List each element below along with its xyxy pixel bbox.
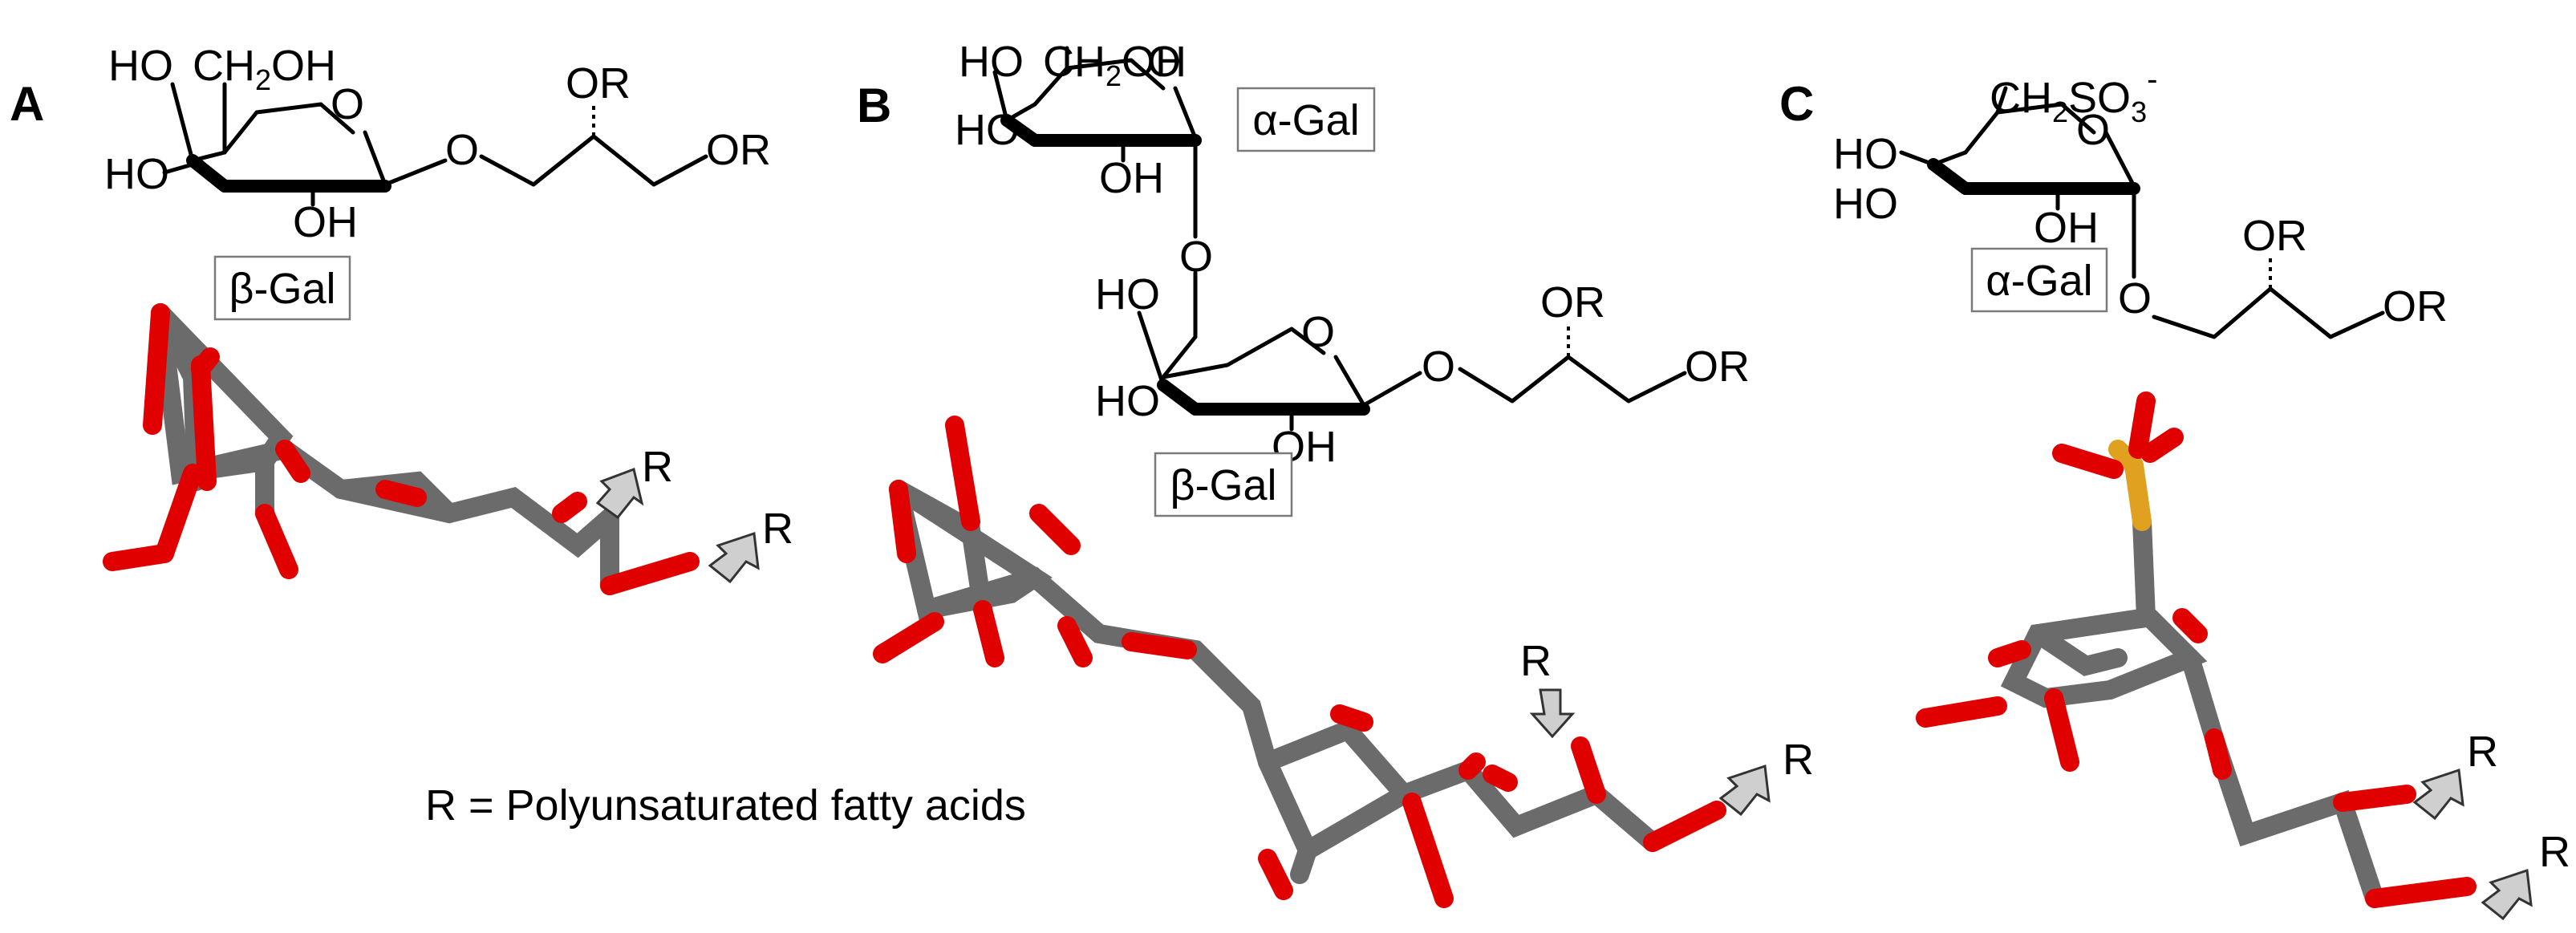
panel-a-ho-left: HO (104, 150, 169, 198)
panel-b-bottom-glyco-bond (1361, 371, 1422, 408)
panel-c-ring-top (1963, 102, 2096, 155)
panel-a-ring-top-bonds (222, 102, 355, 155)
panel-c-arrow-2 (2481, 868, 2533, 921)
panel-b-bottom-sugar-label: β-Gal (1170, 461, 1276, 509)
panel-a-arrow-1-label: R (642, 443, 673, 491)
panel-c-oh-bottom: OH (2034, 204, 2099, 252)
panel-a-c4-oh-bond (170, 82, 195, 163)
panel-b-top-ch2oh: CH2OH (1043, 38, 1187, 92)
panel-a-structural-formula: HO CH2OH O HO OH O OR OR (104, 42, 771, 246)
panel-b-bottom-c4-oh (1137, 310, 1166, 387)
panel-a-arrow-1 (595, 467, 644, 520)
panel-c-stick-model (1916, 391, 2477, 908)
panel-c-ring-o-c1 (2103, 130, 2136, 189)
panel-b-bottom-ring-o-c1 (1333, 355, 1366, 408)
panel-a-ring-o: O (331, 80, 364, 128)
panel-b-arrow-1 (1529, 688, 1576, 739)
panel-a-glyco-o: O (445, 126, 479, 174)
panel-c-label-box (1970, 247, 2108, 313)
panel-c-ho-left: HO (1833, 180, 1898, 228)
panel-b-glyco-o: O (1422, 343, 1455, 391)
panel-c-sulfur-bonds (2108, 440, 2152, 531)
r-group-legend: R = Polyunsaturated fatty acids (425, 781, 1026, 830)
panel-b-top-c4-oh (992, 70, 1009, 123)
panel-c-or-mid: OR (2242, 212, 2307, 260)
panel-b-top-label-box (1236, 87, 1376, 152)
panel-b-bottom-sugar-formula: HO O HO OH O OR OR (1095, 270, 1750, 471)
panel-a-ring-c4c5 (190, 150, 227, 163)
panel-b-top-ho-top: HO (959, 38, 1024, 86)
panel-b-top-sugar-label: α-Gal (1252, 96, 1359, 144)
panel-a-c3-oh-bond (162, 162, 195, 175)
panel-a-glyco-bond (383, 158, 448, 187)
panel-c-carbon-bonds (2000, 512, 2384, 908)
panel-b-bottom-ring-top (1161, 327, 1326, 379)
panel-b-bottom-ring-o: O (1301, 308, 1335, 356)
panel-b-or-mid: OR (1540, 278, 1605, 327)
panel-c-structural-formula: CH2SO3- O HO HO OH O OR OR (1833, 62, 2448, 339)
panel-a-oxygen-bonds (103, 303, 700, 595)
panel-c-ring-left-wedge (1927, 158, 1972, 195)
panel-a-or-end: OR (706, 126, 771, 174)
panel-c-sugar-label: α-Gal (1986, 257, 2092, 305)
panel-c: C CH2SO3- O HO HO OH O OR OR α-Gal (1779, 62, 2570, 921)
panel-b-top-oh-bottom: OH (1099, 154, 1164, 202)
panel-b-top-ring-o: O (1147, 38, 1181, 86)
panel-a-letter: A (10, 77, 44, 131)
panel-a-label-box (213, 255, 351, 321)
panel-c-arrow-1-label: R (2467, 728, 2498, 776)
panel-c-ho-top: HO (1833, 130, 1898, 178)
panel-a-arrow-2 (708, 531, 760, 584)
panel-a-sugar-label: β-Gal (229, 265, 335, 313)
panel-a-ho-top: HO (108, 42, 173, 90)
panel-b-glycerol-chain (1458, 355, 1687, 404)
panel-b-oxygen-bonds (873, 416, 1726, 908)
panel-a-ring-o-c1 (363, 130, 387, 187)
panel-c-ch2so3: CH2SO3- (1990, 62, 2157, 128)
panel-b-or-end: OR (1685, 343, 1750, 391)
panel-c-letter: C (1779, 77, 1814, 131)
panel-b: B HO CH2OH O HO OH O α-Gal (857, 38, 1814, 908)
panel-a-carbon-bonds (151, 303, 619, 595)
panel-b-top-sugar-formula: HO CH2OH O HO OH O (955, 38, 1213, 339)
panel-b-bottom-ho-left: HO (1095, 377, 1160, 425)
panel-c-oxygen-bonds (1916, 391, 2477, 908)
panel-c-arrow-2-label: R (2539, 828, 2570, 876)
panel-b-bottom-label-box (1154, 452, 1293, 517)
panel-c-glyco-o: O (2118, 274, 2152, 322)
panel-a-oh-bottom: OH (293, 198, 358, 246)
panel-a-ring-left-wedge (186, 154, 231, 193)
panel-b-arrow-1-label: R (1520, 637, 1552, 685)
panel-c-ring-o: O (2076, 106, 2110, 154)
panel-b-stick-model (873, 416, 1726, 908)
panel-a-ch2oh: CH2OH (193, 42, 336, 96)
panel-b-bottom-ring-left-wedge (1157, 379, 1202, 416)
panel-b-arrow-2 (1718, 764, 1771, 817)
panel-c-or-end: OR (2383, 282, 2448, 331)
panel-a-arrow-2-label: R (762, 505, 793, 553)
panel-b-arrow-2-label: R (1783, 736, 1814, 784)
panel-b-top-ring-c4c5 (1004, 102, 1037, 123)
panel-a: A HO CH2OH O HO OH O OR OR (10, 42, 793, 595)
panel-c-glycerol-chain (2152, 286, 2385, 339)
panel-c-ring-c4c5 (1931, 150, 1968, 167)
panel-b-top-ring-top (1032, 58, 1166, 107)
panel-b-top-ring-left-wedge (1000, 114, 1041, 147)
panel-c-arrow-1 (2412, 768, 2464, 821)
panel-a-stick-model (103, 303, 700, 595)
panel-b-bottom-ho-top: HO (1095, 270, 1160, 318)
panel-b-letter: B (857, 79, 891, 132)
panel-c-c4-oh (1899, 150, 1936, 167)
panel-c-c6 (1995, 86, 2008, 115)
panel-a-or-mid: OR (566, 59, 631, 107)
panel-a-glycerol-chain (479, 134, 708, 187)
panel-b-top-ho-left: HO (955, 106, 1020, 154)
panel-b-link-o: O (1179, 233, 1213, 281)
panel-b-top-ring-o-c1 (1173, 86, 1198, 140)
